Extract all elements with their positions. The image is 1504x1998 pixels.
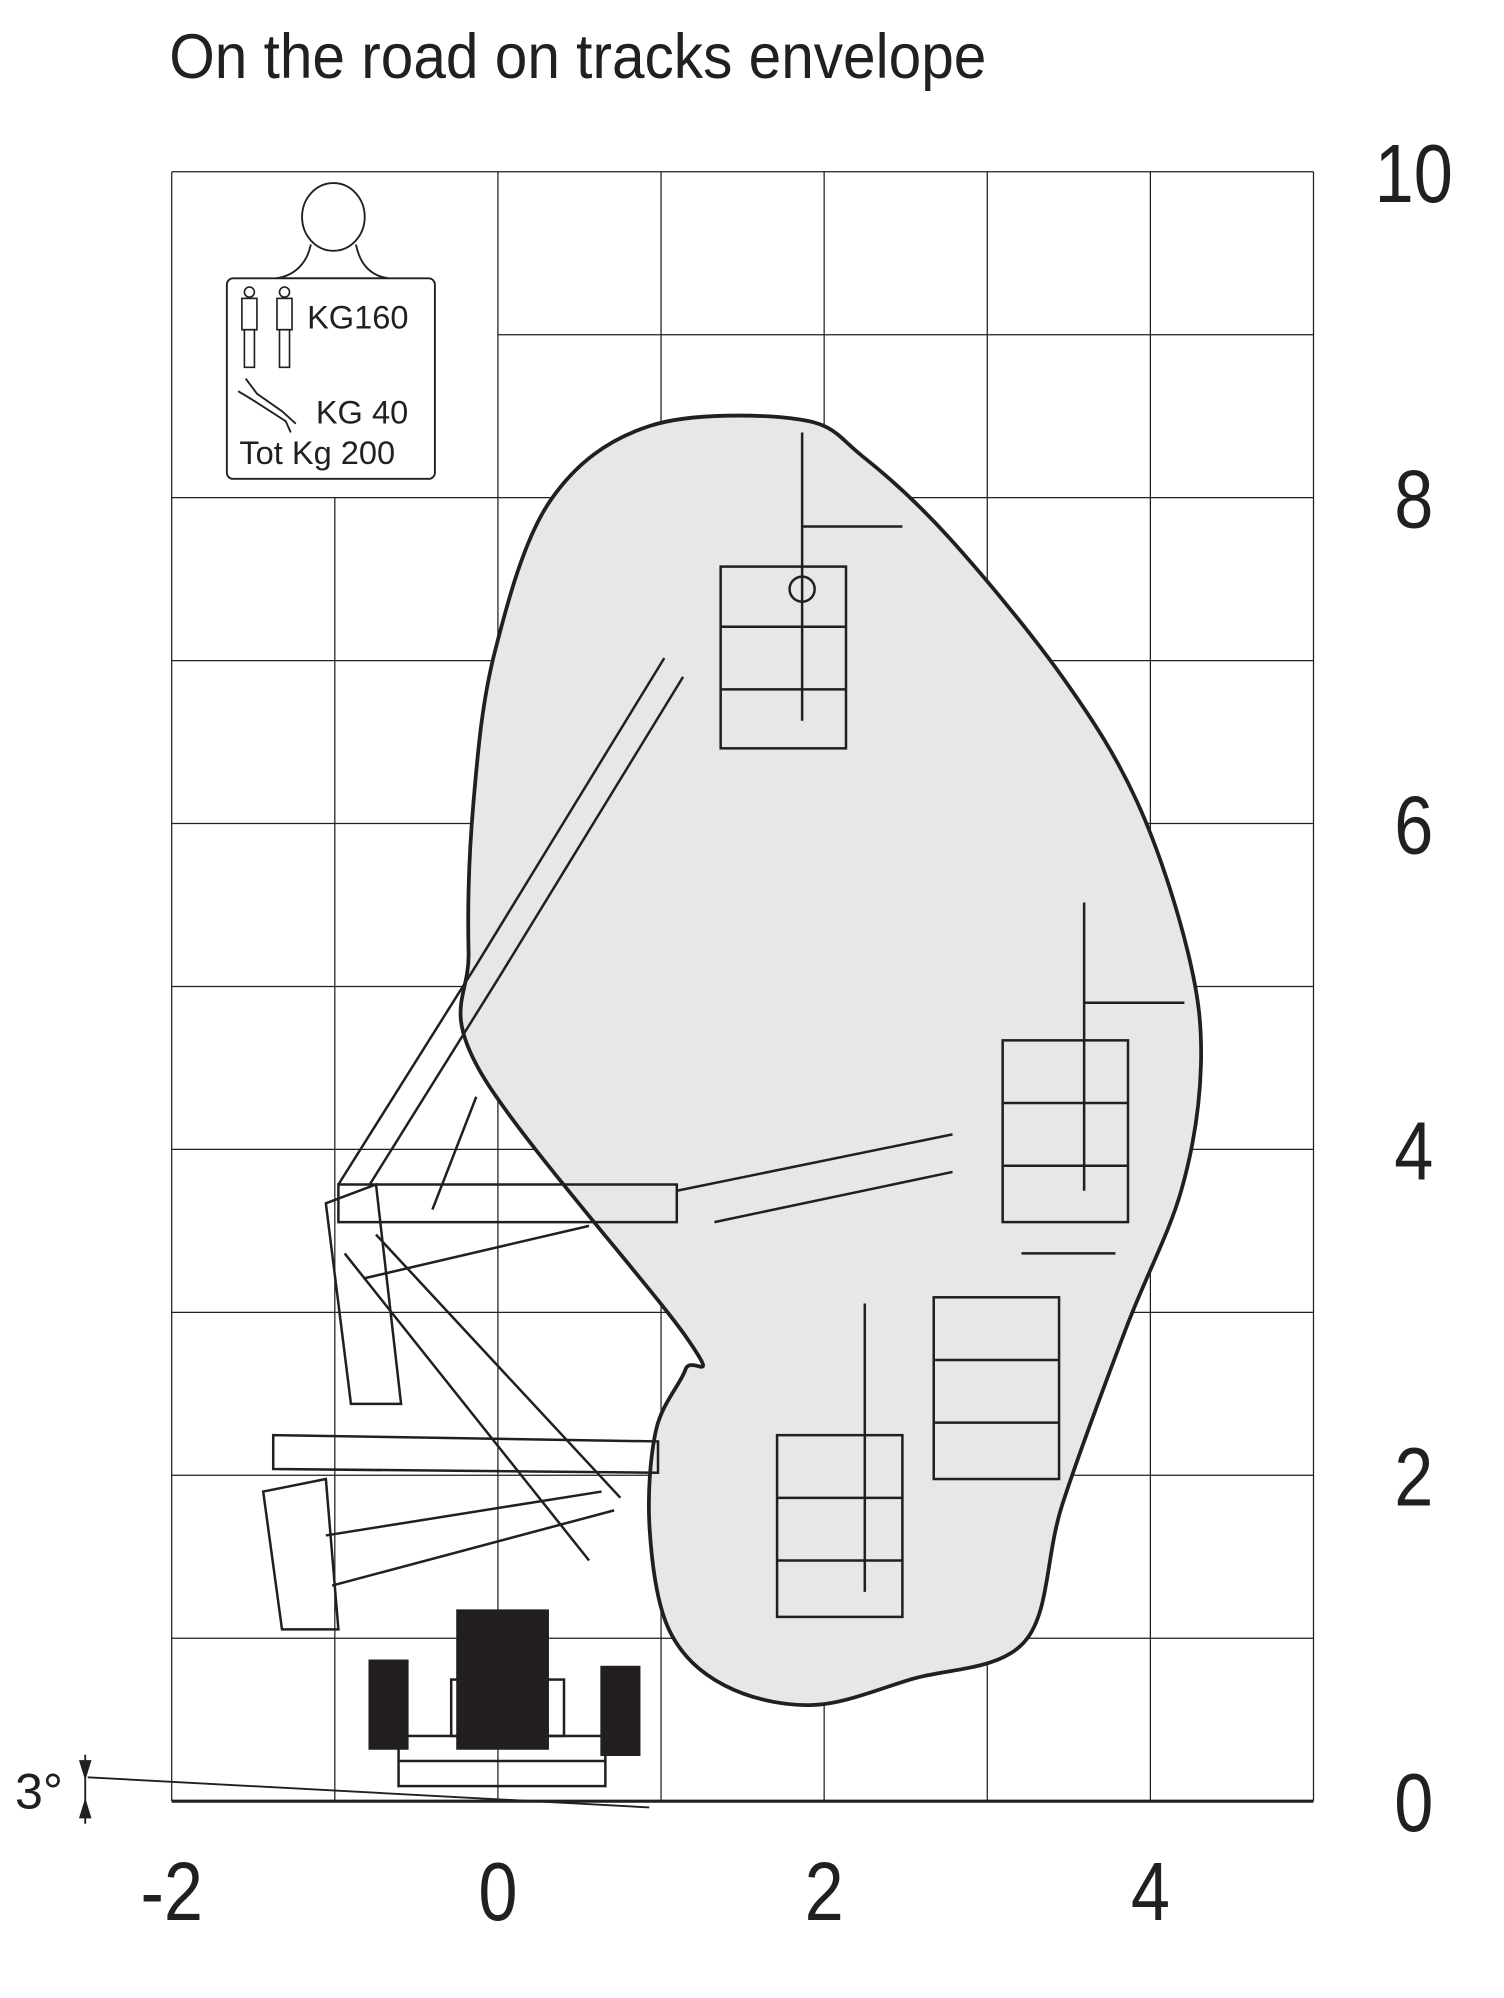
- x-tick-label: -2: [140, 1847, 203, 1939]
- base-chassis: [368, 1609, 641, 1788]
- slope-indicator: 3°: [15, 1754, 650, 1824]
- chart-title: On the road on tracks envelope: [169, 22, 986, 92]
- persons-load-label: KG160: [307, 299, 408, 335]
- x-tick-label: 0: [478, 1847, 517, 1939]
- machine-drawing: [261, 432, 1185, 1788]
- load-legend: KG160 KG 40 Tot Kg 200: [225, 182, 436, 480]
- wrench-icon: [237, 378, 297, 433]
- boom-high-position: [337, 657, 685, 1211]
- y-tick-label: 6: [1394, 780, 1433, 872]
- tools-load-label: KG 40: [316, 395, 408, 431]
- y-tick-labels: 0 2 4 6 8 10: [1375, 129, 1453, 1850]
- x-tick-labels: -2 0 2 4: [140, 1847, 1169, 1939]
- legend-tag-hole: [301, 182, 366, 252]
- x-tick-label: 4: [1131, 1847, 1170, 1939]
- y-tick-label: 4: [1394, 1106, 1433, 1198]
- y-tick-label: 8: [1394, 454, 1433, 546]
- basket-top: [719, 432, 903, 750]
- y-tick-label: 2: [1394, 1432, 1433, 1524]
- x-tick-label: 2: [805, 1847, 844, 1939]
- total-load-label: Tot Kg 200: [239, 435, 395, 471]
- legend-box: [225, 277, 436, 480]
- slope-label: 3°: [15, 1764, 63, 1820]
- basket-lower-right: [932, 1252, 1116, 1481]
- boom-mid-position: [324, 1133, 953, 1406]
- y-tick-label: 10: [1375, 129, 1453, 221]
- basket-bottom: [775, 1303, 904, 1619]
- boom-low-position: [261, 1233, 660, 1631]
- y-tick-label: 0: [1394, 1758, 1433, 1850]
- basket-right: [1001, 902, 1185, 1224]
- envelope-area: [458, 413, 1204, 1707]
- persons-icon: [241, 286, 293, 369]
